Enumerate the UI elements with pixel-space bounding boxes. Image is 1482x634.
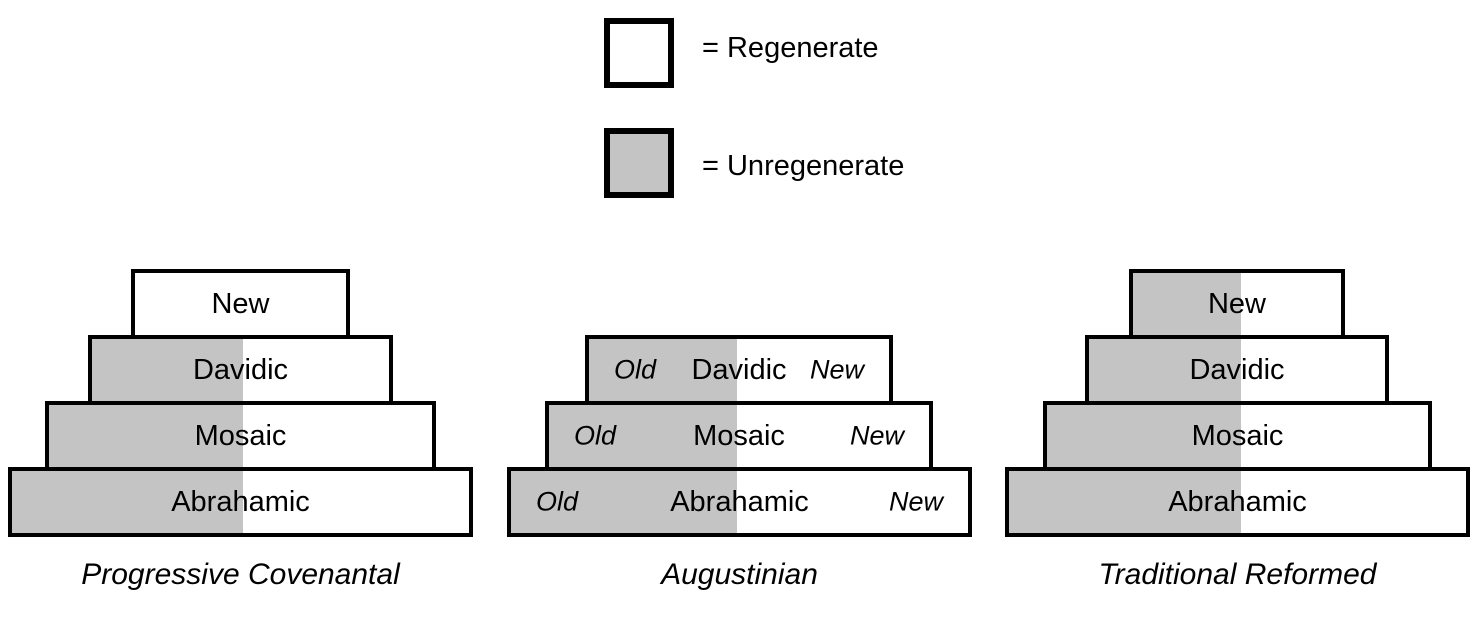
pc-row-abrahamic: Abrahamic — [8, 467, 473, 537]
tr-row-abrahamic: Abrahamic — [1005, 467, 1470, 537]
tr-row-new: New — [1129, 269, 1345, 339]
regenerate-swatch — [604, 18, 674, 88]
covenant-label: New — [1207, 287, 1266, 320]
unregenerate-label: = Unregenerate — [702, 150, 905, 182]
new-label: New — [849, 420, 904, 451]
pc-row-mosaic: Mosaic — [45, 401, 436, 471]
covenant-label: Abrahamic — [670, 485, 809, 518]
covenant-label: Davidic — [691, 353, 787, 386]
covenant-label: Davidic — [1189, 353, 1285, 386]
caption-augustinian: Augustinian — [661, 558, 818, 591]
aug-row-mosaic: Old Mosaic New — [545, 401, 933, 471]
regenerate-label: = Regenerate — [702, 32, 879, 64]
covenant-label: Davidic — [192, 353, 289, 386]
old-label: Old — [536, 486, 579, 517]
caption-progressive-covenantal: Progressive Covenantal — [81, 558, 400, 591]
covenant-label: Mosaic — [693, 419, 785, 452]
new-label: New — [809, 354, 864, 385]
unregenerate-swatch — [604, 128, 674, 198]
covenant-label: Abrahamic — [1168, 485, 1307, 518]
pc-row-new: New — [131, 269, 350, 339]
covenant-label: New — [211, 287, 270, 320]
aug-row-abrahamic: Old Abrahamic New — [507, 467, 972, 537]
tr-row-davidic: Davidic — [1085, 335, 1389, 405]
covenant-label: Abrahamic — [171, 485, 310, 518]
old-label: Old — [574, 420, 617, 451]
pc-row-davidic: Davidic — [88, 335, 393, 405]
covenant-label: Mosaic — [1191, 419, 1284, 452]
caption-traditional-reformed: Traditional Reformed — [1098, 558, 1377, 591]
aug-row-davidic: Old Davidic New — [585, 335, 893, 405]
tr-row-mosaic: Mosaic — [1043, 401, 1432, 471]
new-label: New — [888, 486, 943, 517]
old-label: Old — [614, 354, 657, 385]
covenant-label: Mosaic — [194, 419, 287, 452]
